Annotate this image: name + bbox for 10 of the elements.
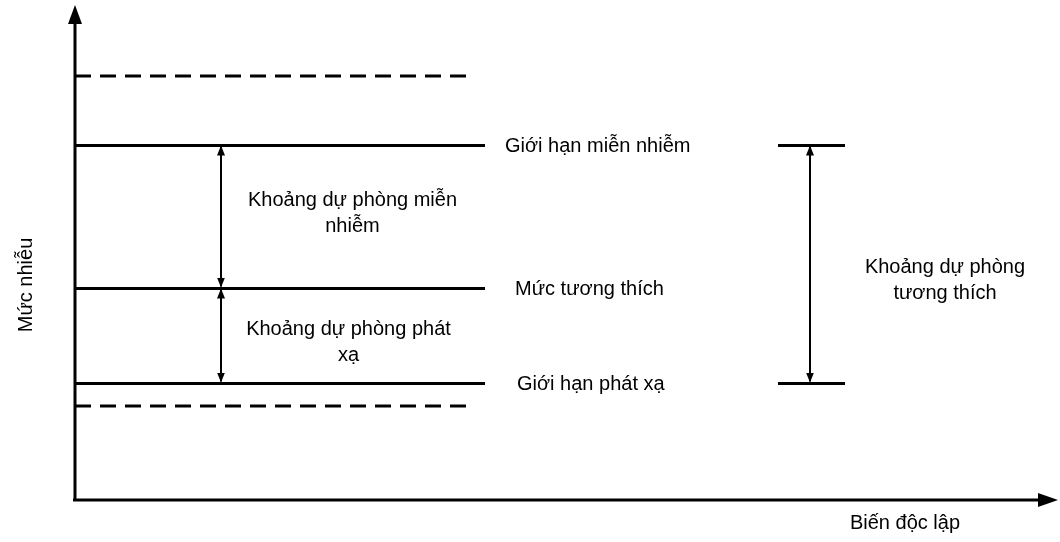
level-line (778, 143, 845, 147)
y-axis-label: Mức nhiễu (15, 236, 35, 335)
level-label: Mức tương thích (515, 277, 664, 298)
double-arrow (217, 288, 225, 383)
level-label: Giới hạn phát xạ (517, 372, 665, 393)
double-arrow (217, 145, 225, 288)
level-line (778, 381, 845, 385)
level-label: Giới hạn miễn nhiễm (505, 134, 691, 155)
double-arrow (806, 145, 814, 383)
x-axis-label: Biến độc lập (848, 512, 962, 532)
